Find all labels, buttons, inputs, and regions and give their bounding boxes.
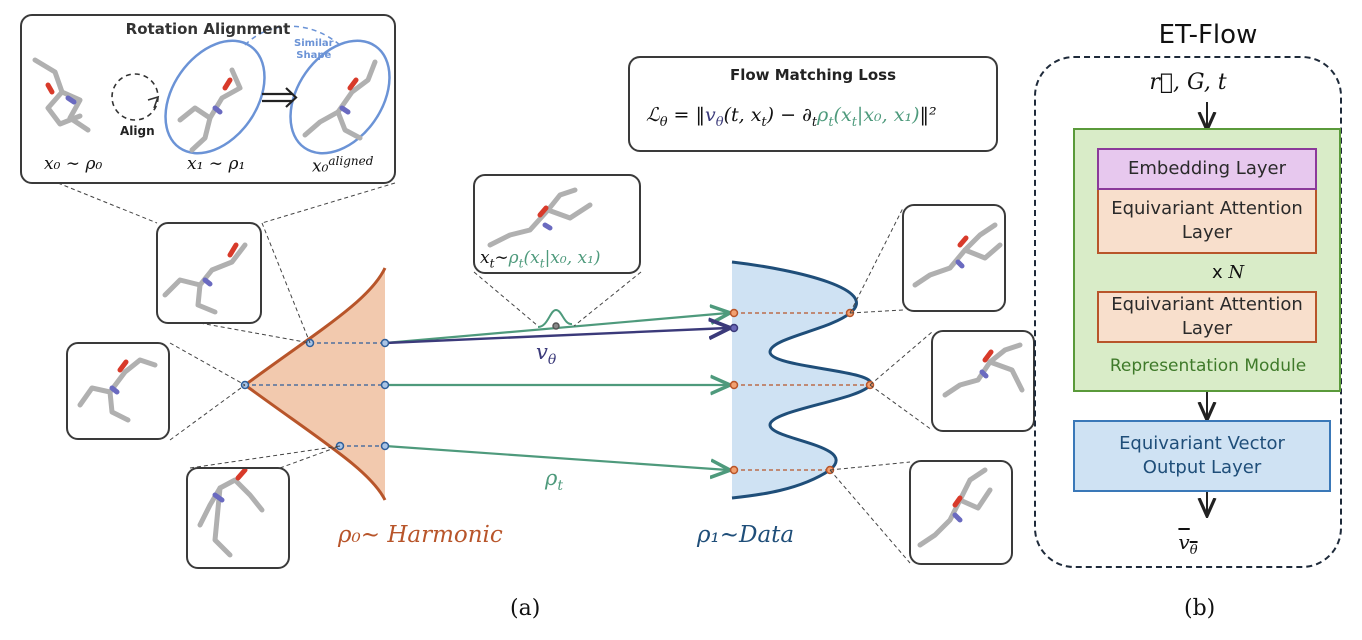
flow-arrow-bottom	[384, 444, 728, 470]
loss-dt-sub: t	[811, 114, 818, 130]
data-distribution	[732, 262, 871, 498]
loss-args-sub: t	[761, 114, 767, 130]
loss-rho-base: ρ	[817, 104, 829, 126]
xt-sub: t	[489, 256, 495, 271]
loss-equals: = ‖	[667, 104, 706, 126]
x1-label: x₁ ∼ ρ₁	[187, 154, 246, 174]
loss-subscript: θ	[659, 114, 668, 130]
representation-module-label: Representation Module	[1109, 356, 1307, 376]
molecule-box-xt	[473, 174, 641, 274]
xt-base: x	[480, 248, 490, 268]
output-sub: θ	[1189, 543, 1198, 558]
rho-t-sub: t	[557, 478, 563, 495]
loss-title: Flow Matching Loss	[729, 66, 897, 84]
harmonic-label: ρ₀∼ Harmonic	[338, 522, 503, 548]
output-vector: vθ	[1178, 530, 1197, 558]
xt-rho-base: ρ	[508, 248, 519, 268]
xt-label: xt∼ρt(xt|x₀, x₁)	[480, 248, 601, 270]
similar-shape-arc	[244, 25, 341, 46]
output-v: v	[1178, 530, 1190, 554]
harmonic-distribution	[245, 268, 385, 500]
molecule-box-x1-middle	[931, 330, 1035, 432]
xt-rho: ρt(xt|x₀, x₁)	[508, 248, 601, 271]
et-flow-inputs: r⃗, G, t	[1149, 70, 1227, 95]
rotation-alignment-box: Rotation Alignment Align Similar Shape x…	[20, 14, 396, 184]
v-theta-label: vθ	[536, 340, 556, 368]
loss-args: (t, x	[723, 104, 762, 126]
repeat-n: N	[1228, 262, 1245, 283]
xt-rho-sub: t	[518, 256, 524, 271]
et-flow-output: vθ	[1034, 530, 1342, 558]
x0-aligned-ellipse	[289, 39, 391, 155]
v-theta-arrow	[384, 328, 728, 345]
molecule-sketches	[32, 57, 1025, 558]
x1-ellipse	[164, 39, 266, 155]
molecule-box-x1-bottom	[909, 460, 1013, 565]
repeat-x: x	[1212, 262, 1223, 283]
loss-close: ‖²	[919, 104, 937, 126]
loss-rho-sub: t	[828, 114, 834, 130]
molecule-box-x0-middle	[66, 342, 170, 440]
et-flow-title: ET-Flow	[1158, 20, 1258, 50]
loss-symbol: ℒ	[646, 104, 660, 126]
x0-aligned-label: x₀aligned	[312, 154, 373, 177]
x0-aligned-base: x₀	[312, 156, 329, 177]
rho-t-base: ρ	[545, 466, 558, 490]
loss-v: vθ	[705, 104, 724, 130]
xt-rho-args: (x	[523, 248, 540, 268]
flow-matching-loss-box: Flow Matching Loss ℒθ = ‖vθ(t, xt) − ∂tρ…	[628, 56, 998, 152]
loss-formula: ℒθ = ‖vθ(t, xt) − ∂tρt(xt|x₀, x₁)‖²	[646, 104, 937, 130]
loss-v-sub: θ	[715, 114, 724, 130]
align-label: Align	[120, 124, 155, 138]
caption-b: (b)	[1184, 596, 1216, 621]
loss-rho-rest: |x₀, x₁)	[856, 104, 920, 126]
align-loop-arrowhead	[147, 95, 160, 109]
output-layer: Equivariant Vector Output Layer	[1073, 420, 1331, 492]
caption-a: (a)	[510, 596, 541, 621]
et-flow-container	[1034, 56, 1342, 568]
double-arrow	[262, 87, 298, 108]
data-label: ρ₁∼Data	[697, 522, 795, 548]
repeat-label: x N	[1212, 262, 1244, 283]
xt-gaussian	[537, 308, 573, 328]
loss-rho-args: (x	[833, 104, 852, 126]
v-theta-base: v	[536, 340, 548, 364]
embedding-layer: Embedding Layer	[1097, 148, 1317, 190]
molecule-box-x0-bottom	[186, 467, 290, 569]
loss-minus: ) − ∂	[766, 104, 812, 126]
loss-rho-args-sub: t	[851, 114, 857, 130]
attention-layer-1: Equivariant Attention Layer	[1097, 190, 1317, 254]
attention-layer-2: Equivariant Attention Layer	[1097, 291, 1317, 343]
aligned-superscript: aligned	[328, 154, 374, 168]
molecule-box-x0-top	[156, 222, 262, 324]
rho-t-label: ρt	[545, 466, 563, 494]
loss-v-base: v	[705, 104, 716, 126]
xt-tilde: ∼	[494, 248, 509, 268]
xt-rho-args-sub: t	[539, 256, 545, 271]
rotation-alignment-title: Rotation Alignment	[125, 20, 291, 38]
xt-rho-rest: |x₀, x₁)	[544, 248, 601, 268]
molecule-box-x1-top	[902, 204, 1006, 312]
similar-shape-label: Similar Shape	[294, 38, 334, 61]
loss-rho: ρt(xt|x₀, x₁)	[817, 104, 920, 130]
x0-label: x₀ ∼ ρ₀	[44, 154, 103, 174]
v-theta-sub: θ	[547, 352, 557, 369]
